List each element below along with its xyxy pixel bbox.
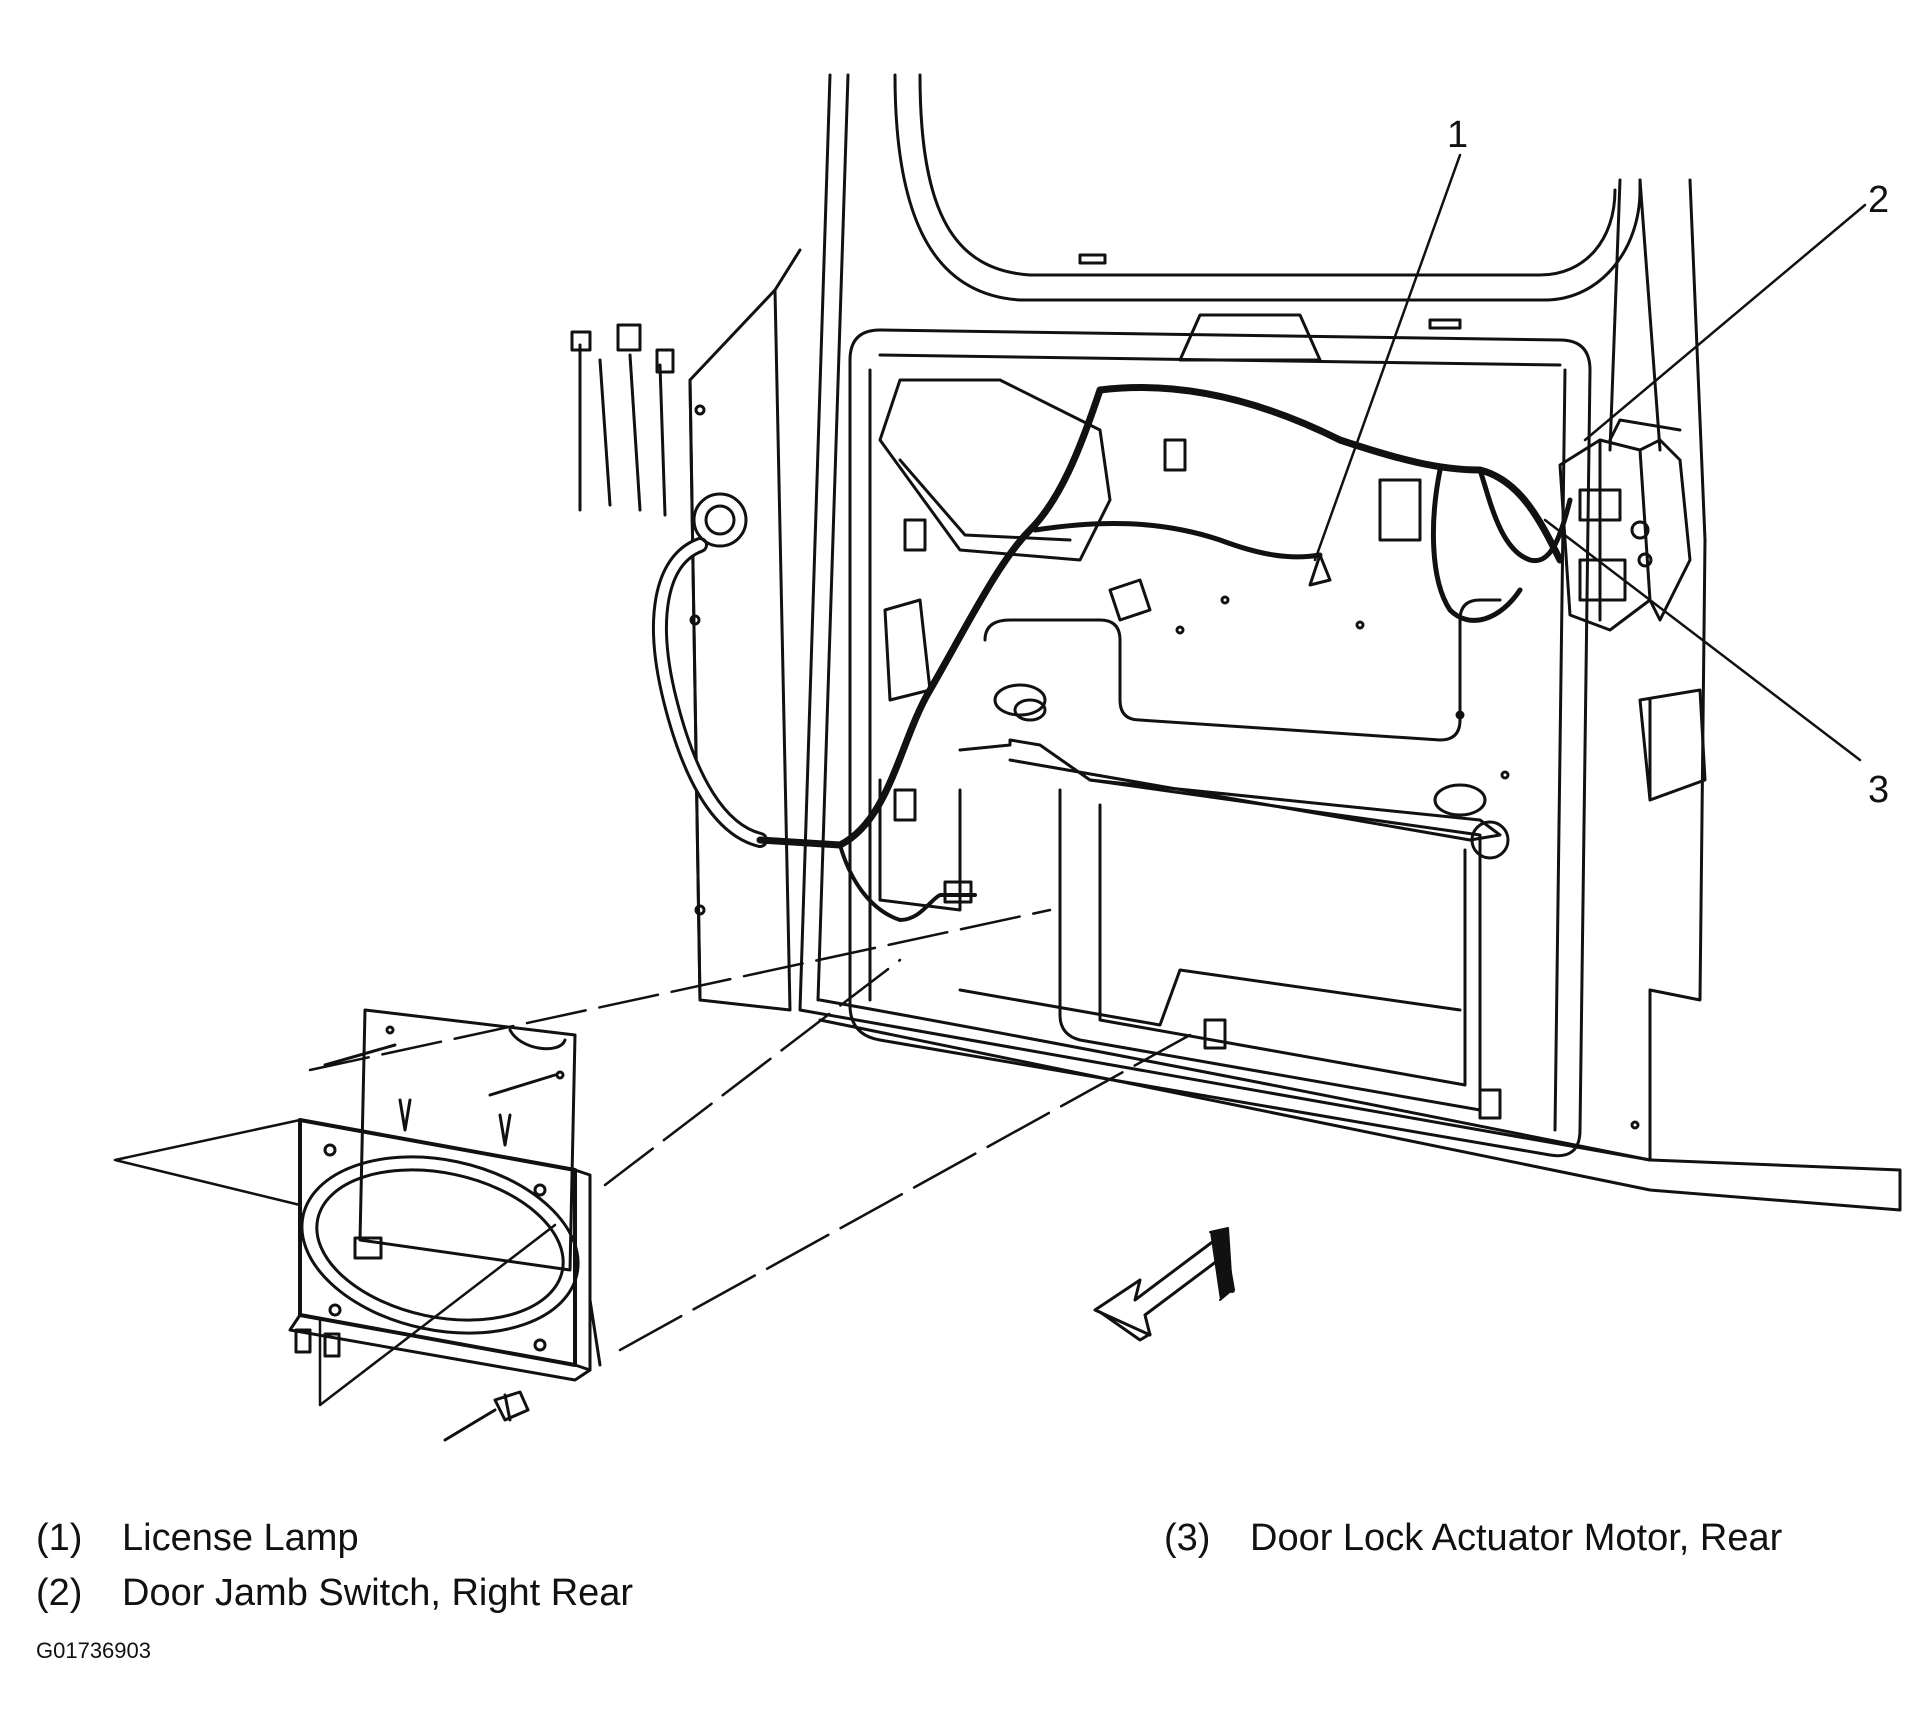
legend-item-3: (3) Door Lock Actuator Motor, Rear — [1164, 1516, 1782, 1560]
figure-id: G01736903 — [36, 1638, 151, 1663]
legend-number: (2) — [36, 1572, 83, 1614]
legend-number: (3) — [1164, 1517, 1211, 1559]
door-jamb-panel — [688, 248, 802, 1012]
callout-1-leader — [1313, 153, 1462, 562]
legend-item-2: (2) Door Jamb Switch, Right Rear — [36, 1571, 633, 1615]
wiring-harness — [570, 323, 1573, 922]
callout-2-number: 2 — [1868, 179, 1889, 221]
direction-arrow — [1093, 1227, 1235, 1342]
callout-leaders — [1313, 153, 1867, 762]
door-frame — [798, 73, 1902, 1212]
inner-door-panel — [848, 313, 1640, 1158]
legend-label: Door Lock Actuator Motor, Rear — [1250, 1517, 1783, 1559]
legend-item-1: (1) License Lamp — [36, 1516, 359, 1560]
callout-2-leader — [1583, 203, 1867, 442]
callout-1-number: 1 — [1447, 114, 1468, 156]
door-lock-actuator — [1558, 418, 1707, 802]
legend-label: Door Jamb Switch, Right Rear — [122, 1572, 634, 1614]
legend-number: (1) — [36, 1517, 83, 1559]
callout-3-leader — [1543, 518, 1862, 762]
mounting-screw — [443, 1390, 530, 1442]
legend-label: License Lamp — [122, 1517, 359, 1559]
callout-3-number: 3 — [1868, 769, 1889, 811]
alignment-lines — [113, 908, 1192, 1407]
license-lamp-assembly — [288, 1008, 602, 1382]
